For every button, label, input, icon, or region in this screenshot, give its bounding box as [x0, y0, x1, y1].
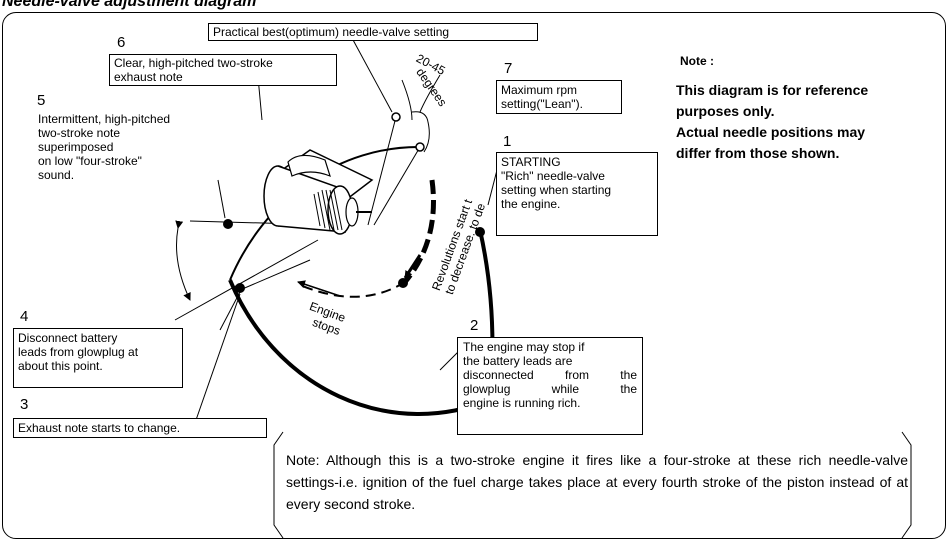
- diagram-title: Needle-valve adjustment diagram: [2, 0, 257, 10]
- leader-5: [217, 179, 226, 219]
- label-2-number: 2: [470, 317, 479, 334]
- label-4-line: about this point.: [18, 359, 103, 373]
- leader-3: [195, 293, 241, 421]
- label-7-line: Maximum rpm: [501, 83, 578, 97]
- label-1-number: 1: [503, 133, 512, 150]
- label-5-line: sound.: [38, 168, 75, 182]
- revolutions-dashed-arc: [403, 179, 436, 284]
- label-2-line: glowplug while the: [463, 382, 637, 396]
- leader-4: [219, 291, 241, 331]
- angle-arc-4-5: [175, 220, 191, 301]
- note-line: This diagram is for reference: [676, 82, 869, 98]
- label-7-box: Maximum rpm setting("Lean").: [496, 80, 622, 114]
- label-4-number: 4: [20, 308, 29, 325]
- label-7-number: 7: [504, 60, 513, 77]
- diagram-frame: [2, 12, 946, 539]
- label-7-line: setting("Lean").: [501, 97, 583, 111]
- label-5-line: on low "four-stroke": [38, 154, 142, 168]
- label-6-line: exhaust note: [114, 70, 183, 84]
- bottom-note-bracket-right: [901, 431, 912, 539]
- label-3-box: Exhaust note starts to change.: [13, 418, 267, 438]
- revolutions-arrow: [403, 254, 422, 279]
- label-2-line: engine is running rich.: [463, 396, 581, 410]
- point-revs: [398, 278, 408, 288]
- note-line: Actual needle positions may: [676, 124, 866, 140]
- leader-2: [439, 349, 461, 371]
- radial-line-3: [239, 259, 311, 291]
- engine-stops-arrow: [297, 280, 341, 297]
- point-3: [235, 283, 245, 293]
- point-6: [391, 112, 401, 122]
- leader-1: [487, 169, 498, 206]
- leader-optimum: [351, 37, 393, 113]
- label-3-number: 3: [20, 396, 29, 413]
- label-1-line: STARTING: [501, 155, 561, 169]
- optimum-setting-box: Practical best(optimum) needle-valve set…: [208, 23, 538, 41]
- point-5: [223, 219, 233, 229]
- label-1-line: the engine.: [501, 197, 561, 211]
- label-6-box: Clear, high-pitched two-stroke exhaust n…: [109, 54, 337, 86]
- label-1-box: STARTING "Rich" needle-valve setting whe…: [496, 152, 658, 236]
- needle-valve-illustration: [263, 149, 374, 235]
- radial-line-7: [373, 146, 421, 226]
- label-6-line: Clear, high-pitched two-stroke: [114, 56, 273, 70]
- label-2-line: the battery leads are: [463, 354, 573, 368]
- label-1-line: "Rich" needle-valve: [501, 169, 605, 183]
- label-6-number: 6: [117, 34, 126, 51]
- note-heading: Note :: [680, 54, 714, 68]
- rotation-ellipse-thick: [228, 279, 491, 416]
- angle-arc-20-45: [401, 79, 413, 121]
- point-1: [475, 227, 485, 237]
- leader-7: [411, 111, 430, 153]
- label-2-line: disconnected from the: [463, 368, 637, 382]
- label-5-line: Intermittent, high-pitched: [38, 112, 171, 126]
- label-5-line: superimposed: [38, 140, 114, 154]
- label-2-box: The engine may stop if the battery leads…: [457, 337, 643, 435]
- label-4-box: Disconnect battery leads from glowplug a…: [13, 328, 183, 388]
- label-5-text: Intermittent, high-pitched two-stroke no…: [38, 112, 170, 182]
- radial-line-6: [367, 116, 397, 226]
- label-5-line: two-stroke note: [38, 126, 121, 140]
- note-body: This diagram is for reference purposes o…: [676, 80, 946, 164]
- bottom-note-bracket-left: [273, 431, 284, 539]
- engine-stops-dashed-arc: [299, 281, 406, 298]
- point-7: [415, 142, 425, 152]
- label-4-line: leads from glowplug at: [18, 345, 139, 359]
- bottom-note: Note: Although this is a two-stroke engi…: [286, 452, 908, 512]
- label-5-number: 5: [37, 92, 46, 109]
- radial-line-4: [174, 239, 319, 321]
- label-4-line: Disconnect battery: [18, 331, 118, 345]
- note-line: differ from those shown.: [676, 145, 840, 161]
- label-1-line: setting when starting: [501, 183, 612, 197]
- label-2-line: The engine may stop if: [463, 340, 585, 354]
- angle-arc-20-45-right: [419, 74, 441, 113]
- note-line: purposes only.: [676, 103, 775, 119]
